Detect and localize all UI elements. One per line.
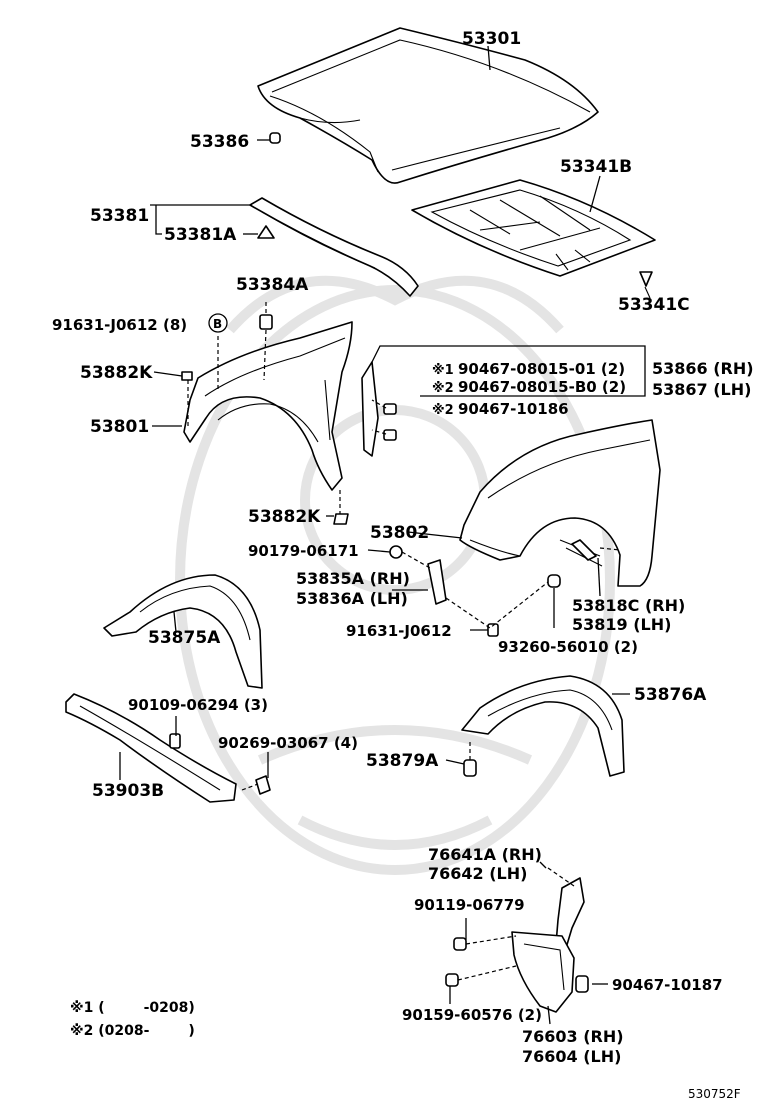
hood-insulator-part: [411, 179, 656, 277]
label-bolt-90467-08015-b0: 90467-08015-B0 (2): [458, 378, 626, 396]
label-screw-90109: 90109-06294 (3): [128, 696, 268, 714]
label-liner-53875a: 53875A: [148, 628, 221, 648]
footnote-1: ※1 ( -0208): [70, 1000, 195, 1016]
footnote-2: ※2 (0208- ): [70, 1023, 195, 1039]
fender-rh-part: [183, 321, 353, 491]
label-fender-seal-rh: 53866 (RH): [652, 359, 754, 378]
liner-53875a-part: [103, 574, 263, 689]
label-bolt-90159: 90159-60576 (2): [402, 1006, 542, 1024]
label-mudguard-bracket-rh: 76641A (RH): [428, 845, 542, 864]
label-support-seal: 53381: [90, 206, 149, 226]
support-seal-part: [249, 197, 419, 297]
label-fender-lh: 53802: [370, 523, 429, 543]
label-clip-90467-10187: 90467-10187: [612, 976, 723, 994]
label-fender-rh: 53801: [90, 417, 149, 437]
fender-seal-part: [361, 361, 379, 457]
label-screw-93260: 93260-56010 (2): [498, 638, 638, 656]
label-bolt-91631: 91631-J0612: [346, 622, 452, 640]
note-mark-2a: ※2: [432, 381, 454, 396]
hood-part: [257, 27, 599, 184]
mudguard-bracket-part: [555, 877, 585, 949]
liner-53876a-part: [461, 675, 625, 777]
label-support-seal-clip: 53381A: [164, 225, 237, 245]
note-mark-2b: ※2: [432, 403, 454, 418]
mudguard-part: [511, 931, 575, 1013]
label-hood-cushion: 53386: [190, 132, 249, 152]
label-bolt-91631-8: 91631-J0612 (8): [52, 316, 187, 334]
label-hood-insulator: 53341B: [560, 157, 632, 177]
label-bolt-90467-08015-01: 90467-08015-01 (2): [458, 360, 625, 378]
label-clip-53882k-top: 53882K: [80, 363, 153, 383]
footnotes: ※1 ( -0208) ※2 (0208- ): [70, 1000, 195, 1039]
label-ref-b: B: [213, 317, 222, 331]
note-mark-1: ※1: [432, 363, 454, 378]
label-hood-insulator-clip: 53341C: [618, 295, 690, 315]
label-bolt-90467-10186: 90467-10186: [458, 400, 569, 418]
label-bolt-90119: 90119-06779: [414, 896, 525, 914]
part-labels: 53301 53386 53341B 53341C 53381 53381A 5…: [52, 29, 754, 1066]
label-clip-90269: 90269-03067 (4): [218, 734, 358, 752]
fender-lh-part: [459, 419, 661, 587]
label-clip-53879a: 53879A: [366, 751, 439, 771]
label-nut-90179: 90179-06171: [248, 542, 359, 560]
label-mudguard-lh: 76604 (LH): [522, 1047, 621, 1066]
label-protector-lh: 53819 (LH): [572, 615, 671, 634]
label-clip-53384a: 53384A: [236, 275, 309, 295]
label-mudguard-rh: 76603 (RH): [522, 1027, 624, 1046]
label-bracket-rh: 53835A (RH): [296, 569, 410, 588]
ref-b-circle: [208, 313, 228, 333]
label-protector-rh: 53818C (RH): [572, 596, 685, 615]
figure-code: 530752F: [688, 1087, 741, 1101]
label-hood: 53301: [462, 29, 521, 49]
label-fender-seal-lh: 53867 (LH): [652, 380, 751, 399]
label-bracket-lh: 53836A (LH): [296, 589, 408, 608]
label-clip-53882k-bottom: 53882K: [248, 507, 321, 527]
label-mudguard-bracket-lh: 76642 (LH): [428, 864, 527, 883]
label-liner-53876a: 53876A: [634, 685, 707, 705]
leader-lines: [119, 45, 651, 1025]
support-53903b-part: [65, 693, 237, 803]
label-support-53903b: 53903B: [92, 781, 164, 801]
